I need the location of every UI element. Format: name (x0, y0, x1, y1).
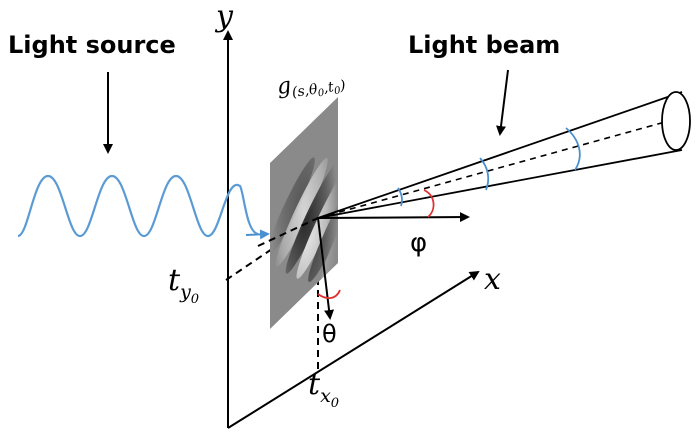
ty0-label: ty0 (168, 263, 199, 307)
beam-label-arrow (496, 69, 509, 136)
light-source-label: Light source (8, 31, 176, 59)
gabor-filter-patch (270, 97, 338, 329)
phi-label: φ (410, 228, 427, 258)
beam-arc-1 (397, 187, 403, 207)
theta-arrow (317, 217, 335, 320)
x-axis-label: x (484, 262, 501, 297)
beam-axis (317, 121, 666, 219)
beam-arc-2 (479, 157, 490, 191)
theta-arc (317, 289, 341, 299)
ty0-projection (225, 217, 319, 281)
wave-arrow (245, 229, 270, 240)
beam-upper-edge (317, 91, 683, 219)
theta-label: θ (322, 320, 337, 348)
phi-arc (423, 189, 435, 218)
filter-function-label: g(s,θ0,t0) (275, 66, 346, 105)
beam-arc-3 (565, 127, 581, 171)
beam-lower-edge (317, 149, 683, 219)
floor-back-edge (227, 270, 480, 429)
light-wave (17, 174, 259, 238)
light-beam-label: Light beam (408, 31, 560, 59)
tx0-label: tx0 (308, 367, 339, 411)
phi-reference-arrow (317, 212, 470, 223)
beam-end-ellipse (661, 91, 691, 151)
y-axis-label: y (214, 0, 234, 34)
